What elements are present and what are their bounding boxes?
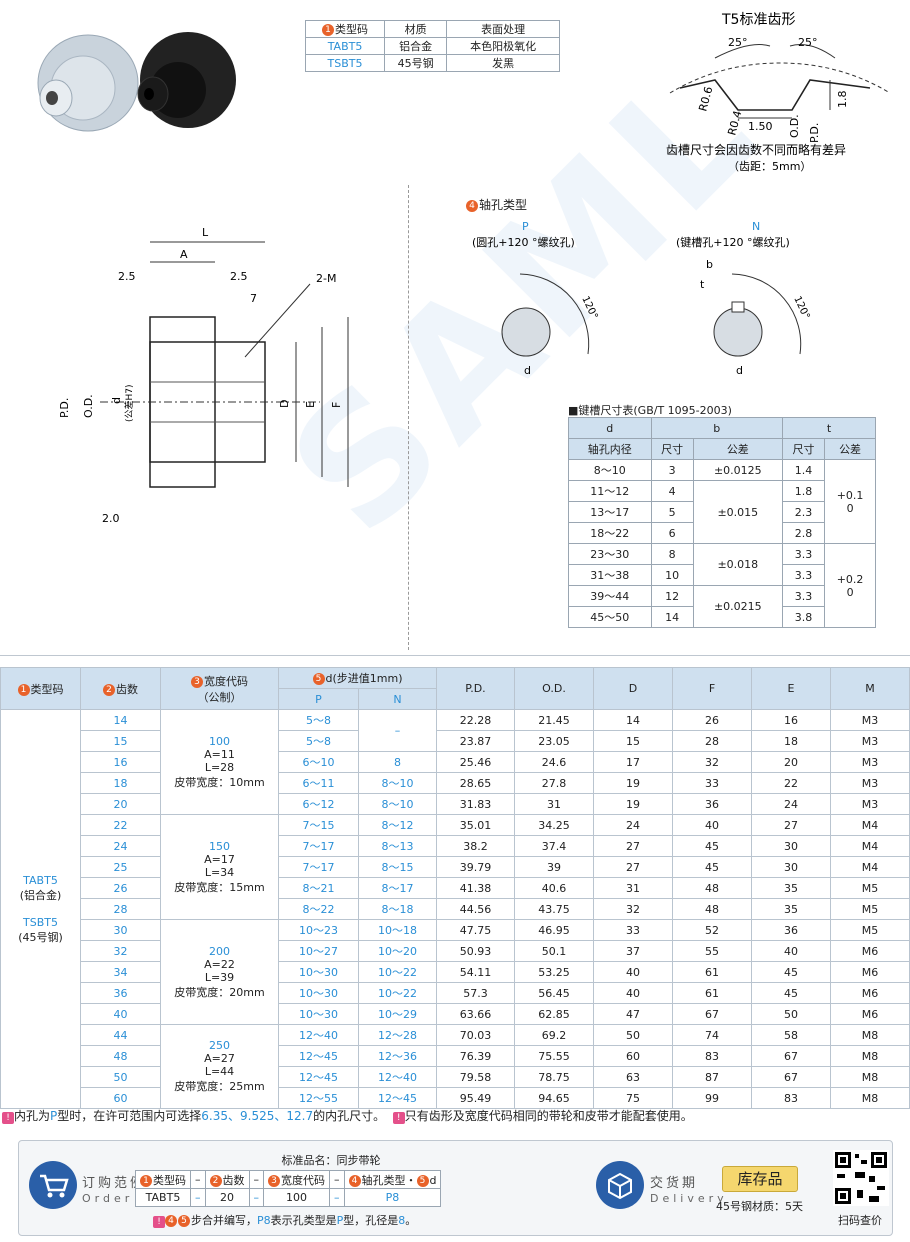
svg-text:b: b — [706, 258, 713, 271]
svg-text:2.5: 2.5 — [230, 270, 248, 283]
top-section — [0, 655, 910, 656]
svg-text:25°: 25° — [798, 36, 818, 49]
svg-text:2-M: 2-M — [316, 272, 336, 285]
svg-text:D: D — [278, 400, 291, 408]
svg-text:P.D.: P.D. — [58, 398, 71, 418]
svg-text:2.0: 2.0 — [102, 512, 120, 525]
svg-text:（齿距：5mm）: （齿距：5mm） — [728, 160, 811, 173]
header-surface: 表面处理 — [446, 20, 560, 38]
svg-text:F: F — [330, 402, 343, 408]
svg-text:(圆孔+120 °螺纹孔): (圆孔+120 °螺纹孔) — [472, 235, 575, 249]
svg-text:(键槽孔+120 °螺纹孔): (键槽孔+120 °螺纹孔) — [676, 235, 790, 249]
aluminum-pulley-image — [37, 34, 139, 132]
stock-badge: 库存品 — [722, 1166, 798, 1192]
bore-types-diagram: P (圆孔+120 °螺纹孔) 120° d N (键槽孔+120 °螺纹孔) … — [472, 220, 811, 377]
svg-text:A: A — [180, 248, 188, 261]
svg-text:R0.4: R0.4 — [725, 109, 744, 137]
svg-text:1.50: 1.50 — [748, 120, 773, 133]
pulley-section-drawing: L A 2.5 2.5 7 2-M P.D. O.D. d (公差H7) D E… — [58, 226, 349, 525]
svg-text:d: d — [736, 364, 743, 377]
delivery-box-icon — [596, 1161, 644, 1209]
delivery-label: 交货期 — [650, 1176, 699, 1191]
svg-text:25°: 25° — [728, 36, 748, 49]
svg-text:P.D.: P.D. — [808, 123, 821, 143]
tooth-profile-title: T5标准齿形 — [721, 12, 795, 28]
delivery-note: 45号钢材质：5天 — [716, 1200, 803, 1213]
keyway-table-title: ■键槽尺寸表(GB/T 1095-2003) — [568, 404, 732, 417]
cart-icon — [29, 1161, 77, 1209]
notes: !内孔为P型时，在许可范围内可选择6.35、9.525、12.7的内孔尺寸。 !… — [2, 1107, 693, 1124]
qr-caption: 扫码查价 — [838, 1214, 882, 1227]
tooth-profile-diagram: T5标准齿形 25° 25° R0.6 R0.4 1.50 O.D. P.D. … — [666, 12, 891, 173]
order-label-en: Order — [82, 1192, 134, 1205]
type-code-cell: TABT5(铝合金)TSBT5(45号钢) — [0, 709, 81, 1109]
svg-text:d: d — [524, 364, 531, 377]
table-row: TABT5 铝合金 本色阳极氧化 — [304, 37, 560, 55]
delivery-label-en: Delivery — [650, 1192, 728, 1205]
svg-text:L: L — [202, 226, 209, 239]
svg-text:d: d — [110, 397, 123, 404]
table-row: TSBT5 45号钢 发黑 — [304, 54, 560, 72]
header-material: 材质 — [384, 20, 448, 38]
svg-text:t: t — [700, 278, 705, 291]
steel-pulley-image — [137, 32, 236, 128]
svg-text:2.5: 2.5 — [118, 270, 136, 283]
svg-text:(公差H7): (公差H7) — [123, 384, 135, 422]
svg-text:O.D.: O.D. — [82, 394, 95, 418]
svg-text:120°: 120° — [579, 295, 599, 321]
qr-code-icon — [833, 1150, 889, 1206]
product-photos — [37, 32, 236, 132]
svg-text:7: 7 — [250, 292, 257, 305]
svg-text:O.D.: O.D. — [788, 114, 801, 138]
svg-text:E: E — [304, 401, 317, 408]
section-divider — [408, 185, 409, 650]
svg-text:1.8: 1.8 — [836, 91, 849, 109]
svg-text:N: N — [752, 220, 760, 233]
order-label: 订购范例 — [82, 1176, 147, 1191]
svg-text:齿槽尺寸会因齿数不同而略有差异: 齿槽尺寸会因齿数不同而略有差异 — [666, 142, 846, 157]
svg-text:R0.6: R0.6 — [696, 85, 715, 113]
svg-text:P: P — [522, 220, 529, 233]
svg-text:120°: 120° — [791, 295, 811, 321]
order-title: 标准品名：同步带轮 — [281, 1154, 381, 1167]
